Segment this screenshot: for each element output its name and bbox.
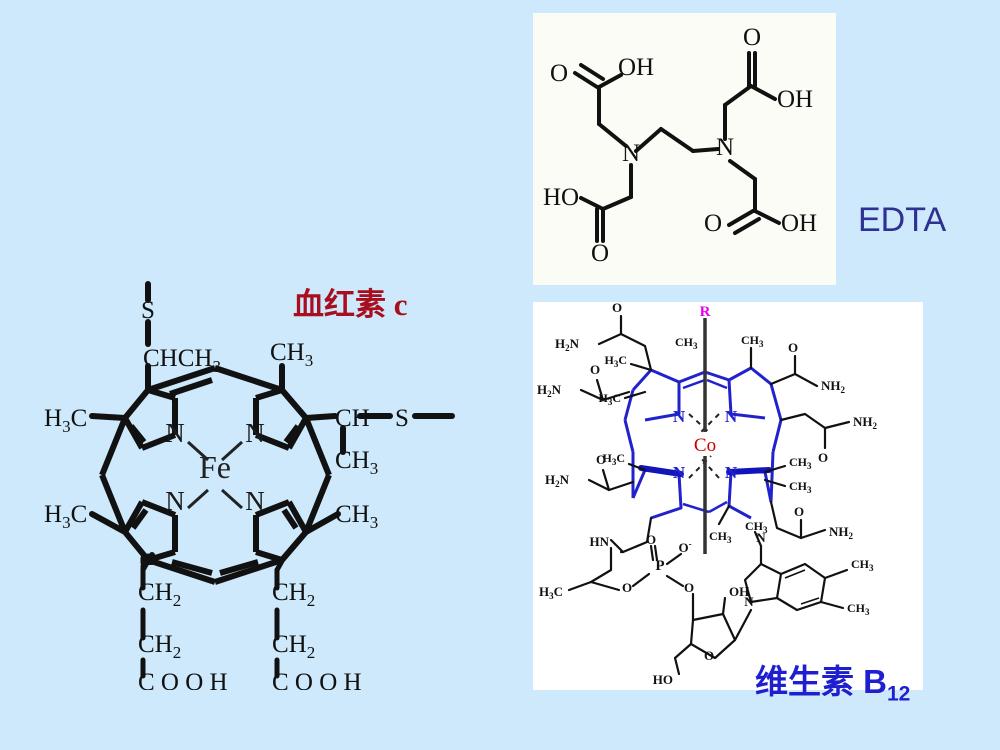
b12-amide-hn: HN	[590, 534, 610, 549]
edta-structure-svg: O OH N HO O N O OH O OH	[543, 24, 817, 267]
edta-atom-o-bottom-right: O	[704, 210, 722, 237]
b12-benzimidazole-n-lower: N	[744, 594, 754, 609]
heme-ch2-right-2: CH2	[272, 631, 315, 662]
heme-iron-center: Fe	[199, 449, 231, 485]
b12-nitrogen-upper-right: N	[725, 407, 738, 426]
b12-amide-h2n-2: H2N	[537, 382, 562, 399]
b12-phosphorus: P	[655, 558, 664, 574]
b12-cobalt-center: Co	[694, 435, 716, 456]
heme-nitrogen-upper-right: N	[245, 418, 265, 448]
edta-atom-n-right: N	[716, 134, 734, 161]
b12-benzimidazole-methyl-2: CH3	[847, 601, 870, 617]
b12-amide-o-5: O	[818, 450, 828, 465]
vitamin-b12-structure-svg: N N N N Co R	[537, 302, 878, 687]
edta-atom-oh-top-right: OH	[777, 86, 813, 113]
edta-caption: EDTA	[858, 201, 947, 239]
b12-nitrogen-lower-right: N	[725, 463, 738, 482]
b12-methyl-ch3-3: CH3	[789, 479, 812, 495]
vitamin-b12-structure-panel: N N N N Co R	[533, 302, 923, 690]
vitamin-b12-caption-text: 维生素 B	[755, 663, 887, 700]
edta-atom-oh-bottom-right: OH	[781, 210, 817, 237]
b12-amide-nh2-3: NH2	[829, 524, 854, 541]
b12-nitrogen-upper-left: N	[673, 407, 686, 426]
heme-substituent-ch-upper-right: CH	[335, 405, 370, 432]
heme-methyl-right-branch: CH3	[335, 447, 378, 478]
heme-nitrogen-lower-left: N	[165, 486, 185, 516]
heme-methyl-upper-right: CH3	[270, 339, 313, 370]
b12-nucleotide-methyl-top: CH3	[745, 519, 768, 535]
vitamin-b12-caption-subscript: 12	[887, 682, 911, 706]
b12-ribose-ho: HO	[653, 672, 673, 687]
heme-caption: 血红素 c	[293, 287, 408, 322]
edta-atom-o-bottom-left: O	[591, 240, 609, 267]
heme-ch2-left-2: CH2	[138, 631, 181, 662]
edta-atom-o-top-left: O	[550, 60, 568, 87]
b12-amide-o-2: O	[590, 362, 600, 377]
b12-methyl-ch3-5: CH3	[675, 335, 698, 351]
heme-carboxyl-left: C O O H	[138, 669, 228, 690]
b12-amide-o-4: O	[788, 340, 798, 355]
b12-methyl-h3c-2: H3C	[598, 391, 621, 407]
b12-methyl-ch3-4: CH3	[709, 529, 732, 545]
b12-methyl-ch3-1: CH3	[741, 333, 764, 349]
vitamin-b12-caption: 维生素 B12	[755, 655, 910, 707]
b12-nucleotide-h3c: H3C	[539, 584, 563, 601]
heme-sulfur-upper-left: S	[141, 297, 155, 324]
b12-amide-o-1: O	[612, 302, 622, 315]
heme-ch2-right-1: CH2	[272, 579, 315, 610]
b12-phosphate-o-double: O	[646, 532, 656, 547]
b12-benzimidazole-n-upper: N	[756, 530, 766, 545]
heme-nitrogen-lower-right: N	[245, 486, 265, 516]
b12-ribose-ring-o: O	[704, 648, 714, 663]
b12-phosphate-o-ester-right: O	[684, 580, 694, 595]
edta-atom-ho-bottom-left: HO	[543, 184, 579, 211]
b12-amide-o-3: O	[596, 452, 606, 467]
b12-ribose-oh: OH	[729, 584, 749, 599]
heme-methyl-lower-right: CH3	[335, 501, 378, 532]
edta-structure-panel: O OH N HO O N O OH O OH	[533, 13, 836, 285]
b12-methyl-h3c-1: H3C	[604, 353, 627, 369]
b12-nitrogen-lower-left: N	[673, 463, 686, 482]
b12-benzimidazole-methyl-1: CH3	[851, 557, 874, 573]
heme-carboxyl-right: C O O H	[272, 669, 362, 690]
b12-phosphate-o-ester-left: O	[622, 580, 632, 595]
heme-methyl-upper-left: H3C	[44, 405, 87, 436]
edta-atom-o-top-right: O	[743, 24, 761, 51]
b12-amide-h2n-3: H2N	[545, 472, 570, 489]
edta-atom-oh-top-left: OH	[618, 54, 654, 81]
b12-phosphate-o-minus: O-	[678, 539, 691, 555]
heme-substituent-chch3-upper-left: CHCH3	[143, 345, 221, 376]
b12-amide-o-6: O	[794, 504, 804, 519]
heme-ch2-left-1: CH2	[138, 579, 181, 610]
b12-axial-ligand-r: R	[700, 304, 711, 320]
heme-sulfur-upper-right: S	[395, 405, 409, 432]
b12-amide-nh2-2: NH2	[853, 414, 878, 431]
edta-atom-n-left: N	[622, 140, 640, 167]
b12-amide-nh2-1: NH2	[821, 378, 846, 395]
heme-nitrogen-upper-left: N	[165, 418, 185, 448]
heme-methyl-lower-left: H3C	[44, 501, 87, 532]
b12-amide-h2n-1: H2N	[555, 336, 580, 353]
b12-methyl-ch3-2: CH3	[789, 455, 812, 471]
b12-methyl-h3c-3: H3C	[602, 451, 625, 467]
heme-structure-svg: N N N N Fe	[44, 281, 455, 690]
